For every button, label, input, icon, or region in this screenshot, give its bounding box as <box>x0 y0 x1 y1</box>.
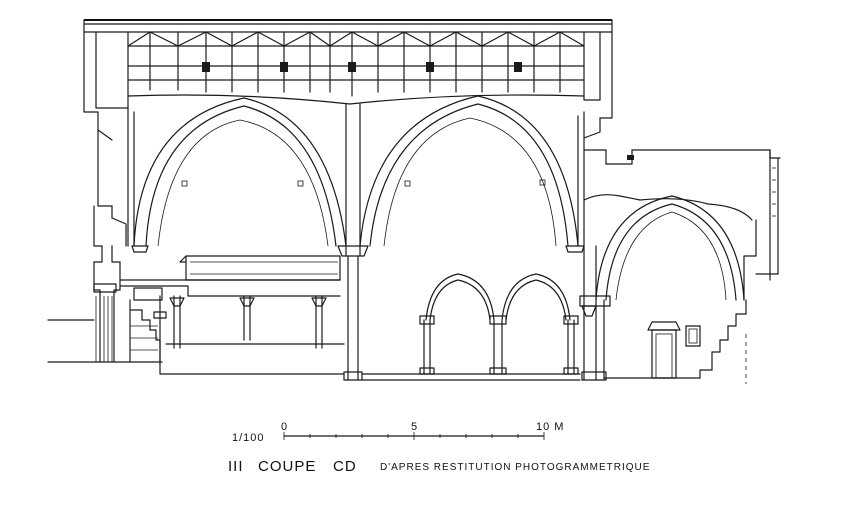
scale-ratio-label: 1/100 <box>232 432 265 444</box>
subtitle: D'APRES RESTITUTION PHOTOGRAMMETRIQUE <box>380 462 650 473</box>
scale-tick-0: 0 <box>281 421 288 433</box>
left-gallery <box>47 129 345 375</box>
title-numeral: III <box>228 458 244 475</box>
main-vaults <box>127 95 585 381</box>
title-word: COUPE <box>258 458 316 475</box>
scale-tick-10: 10 M <box>536 421 564 433</box>
scale-tick-5: 5 <box>411 421 418 433</box>
title-block: III COUPE CD D'APRES RESTITUTION PHOTOGR… <box>228 458 650 475</box>
right-chapel <box>579 149 781 384</box>
roof-truss <box>83 19 613 141</box>
title-section: CD <box>333 458 357 475</box>
scale-bar: 1/100 0 5 10 M <box>232 421 564 444</box>
arcade <box>361 273 581 381</box>
